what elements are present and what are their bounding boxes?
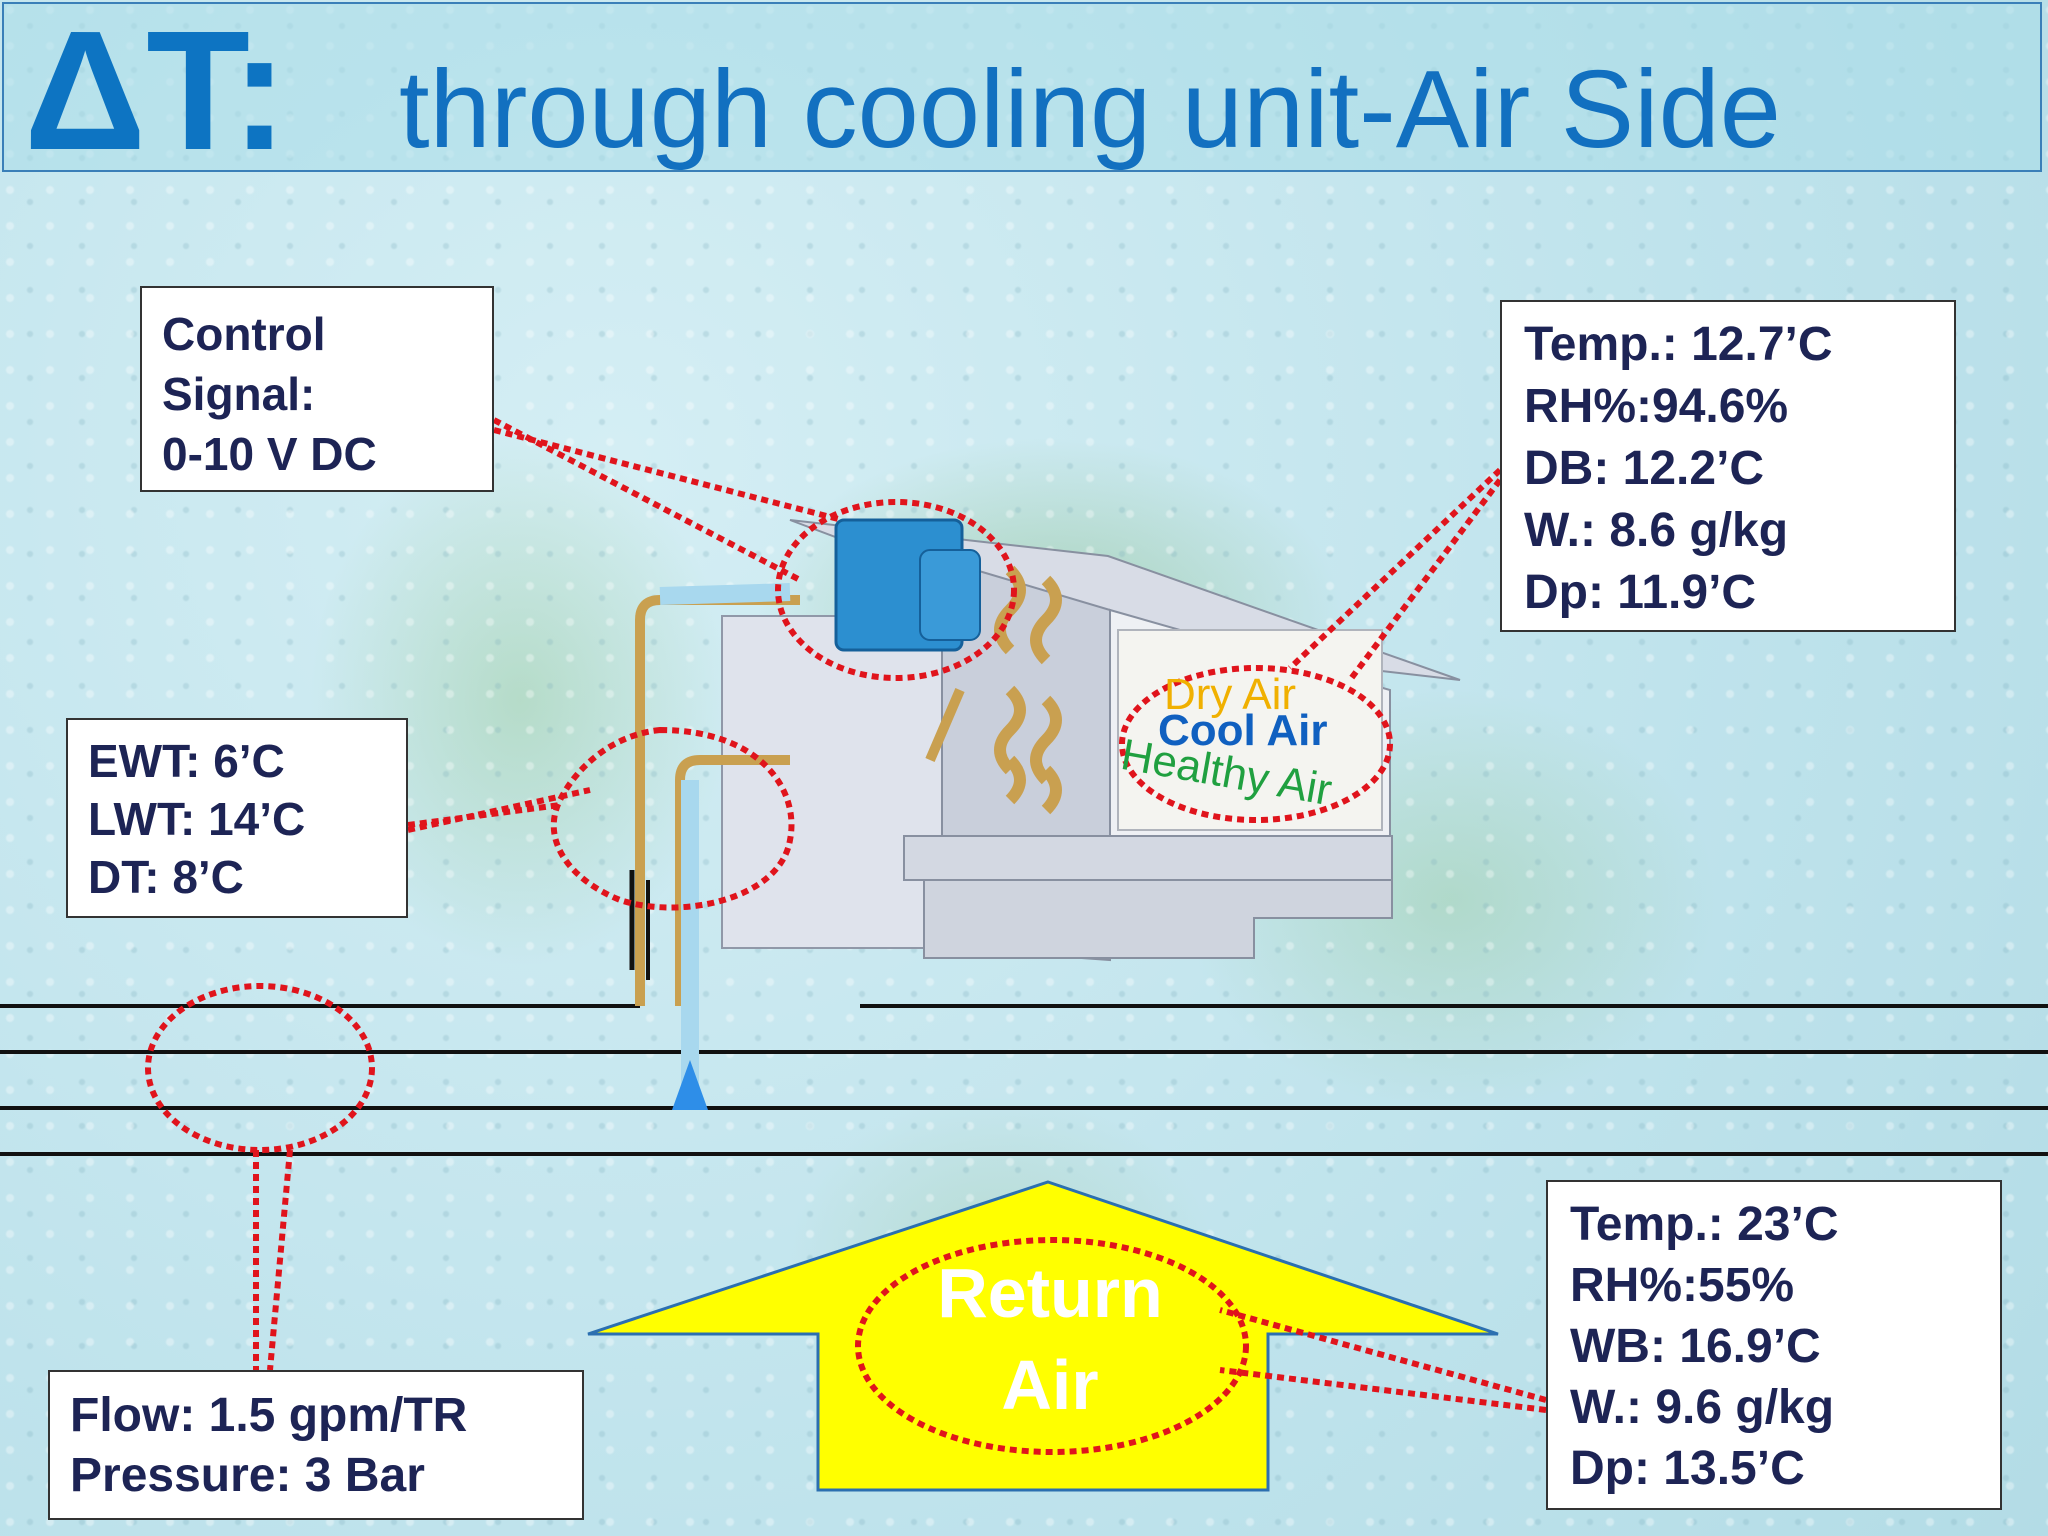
pipe-lines (0, 1004, 2048, 1156)
flow-pressure-box: Flow: 1.5 gpm/TR Pressure: 3 Bar (48, 1370, 584, 1520)
return-air-arrow (587, 1180, 1499, 1492)
water-ewt: EWT: 6’C (88, 735, 285, 787)
flow-pressure: Pressure: 3 Bar (70, 1449, 425, 1502)
water-dt: DT: 8’C (88, 851, 244, 903)
return-arrow-label-1: Return (937, 1254, 1163, 1332)
return-air-box: Temp.: 23’C RH%:55% WB: 16.9’C W.: 9.6 g… (1546, 1180, 2002, 1510)
fan-coil-unit (629, 518, 1461, 1110)
water-temp-box: EWT: 6’C LWT: 14’C DT: 8’C (66, 718, 408, 918)
callout-circles (145, 499, 1393, 1455)
control-signal-box: Control Signal: 0-10 V DC (140, 286, 494, 492)
water-lwt: LWT: 14’C (88, 793, 306, 845)
return-w: W.: 9.6 g/kg (1570, 1381, 1835, 1434)
title-delta: ΔT: (24, 0, 288, 186)
copper-coils (994, 565, 1062, 815)
callout-supply (1119, 665, 1393, 823)
flow-rate: Flow: 1.5 gpm/TR (70, 1389, 468, 1442)
control-line-2: Signal: (162, 368, 316, 420)
supply-temp: Temp.: 12.7’C (1524, 318, 1833, 371)
supply-w: W.: 8.6 g/kg (1524, 504, 1789, 557)
supply-db: DB: 12.2’C (1524, 442, 1765, 495)
page-title: through cooling unit-Air Side (399, 48, 1781, 171)
callout-control (775, 499, 1017, 681)
dry-air-label: Dry Air (1164, 670, 1296, 719)
control-line-3: 0-10 V DC (162, 428, 377, 480)
title-bar: ΔT: through cooling unit-Air Side (2, 2, 2042, 179)
callout-return (855, 1237, 1249, 1455)
supply-air-box: Temp.: 12.7’C RH%:94.6% DB: 12.2’C W.: 8… (1500, 300, 1956, 632)
cool-air-label: Cool Air (1158, 706, 1328, 755)
supply-dp: Dp: 11.9’C (1524, 566, 1757, 619)
return-dp: Dp: 13.5’C (1570, 1442, 1805, 1495)
flow-arrow (672, 1060, 708, 1110)
supply-rh: RH%:94.6% (1524, 380, 1789, 433)
return-temp: Temp.: 23’C (1570, 1198, 1839, 1251)
return-wb: WB: 16.9’C (1570, 1320, 1821, 1373)
return-rh: RH%:55% (1570, 1259, 1795, 1312)
callout-leaders (253, 417, 1547, 1413)
callout-flow (145, 983, 375, 1153)
control-line-1: Control (162, 308, 326, 360)
return-arrow-label-2: Air (1001, 1346, 1099, 1424)
